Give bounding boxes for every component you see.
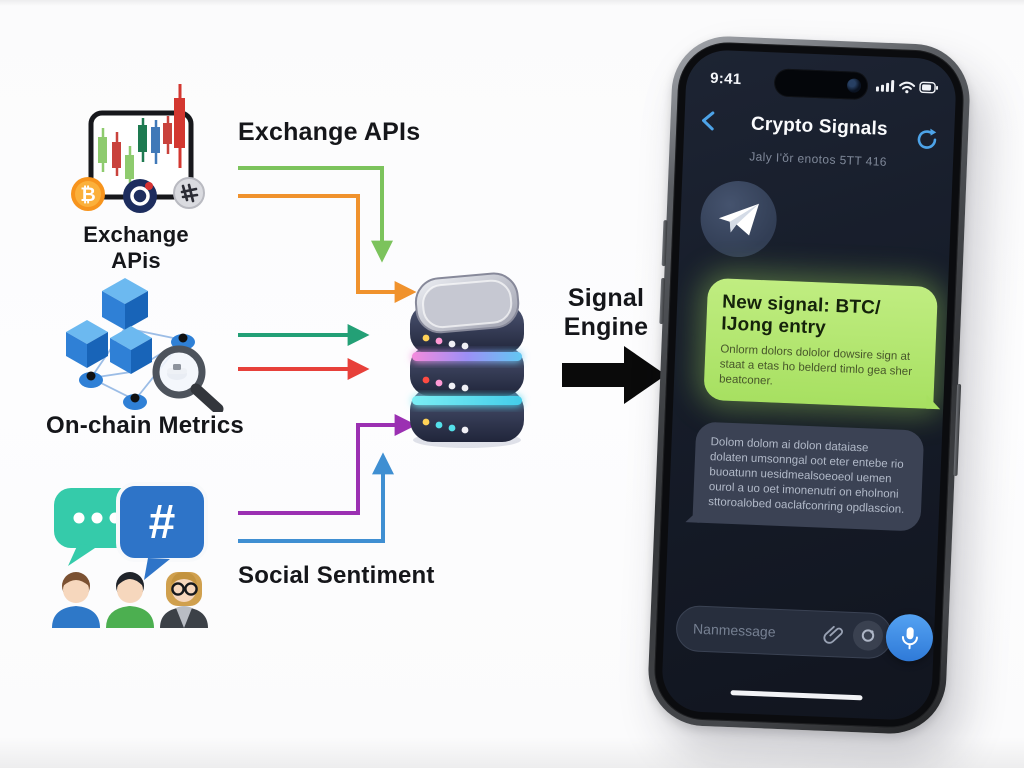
phone-mockup: 9:41 Crypto S (646, 34, 972, 736)
exchange-apis-label: Exchange APIs (238, 118, 421, 146)
svg-text:#: # (149, 496, 176, 549)
telegram-plane-icon (718, 203, 759, 236)
signal-title: New signal: BTC/ IJong entry (720, 291, 881, 339)
signal-engine-label: Signal Engine (563, 284, 649, 341)
social-sentiment-label: Social Sentiment (238, 562, 435, 589)
arrow-social-blue (238, 452, 394, 543)
candlestick-chart-icon: ₿ (71, 84, 205, 213)
signal-body: Onlorm dolors dololor dowsire sign at st… (718, 343, 913, 388)
bitcoin-coin-icon: ₿ (71, 177, 105, 211)
status-time: 9:41 (709, 69, 742, 89)
battery-icon (919, 81, 939, 94)
flow-arrows (238, 166, 417, 543)
altcoin-icon (123, 179, 157, 213)
arrow-social-purple (238, 414, 417, 515)
front-camera-icon (846, 78, 862, 93)
database-icon (410, 272, 524, 448)
refresh-icon[interactable] (913, 126, 940, 153)
dynamic-island (773, 68, 869, 101)
blockchain-cubes-icon (66, 278, 224, 412)
detail-message-bubble: Dolom dolom ai dolon dataiase dolaten um… (692, 421, 925, 532)
social-bubbles-icon: # (52, 482, 208, 628)
signal-message-bubble: New signal: BTC/ IJong entry Onlorm dolo… (703, 277, 939, 410)
exchange-source-caption: Exchange APis (83, 222, 189, 273)
home-indicator[interactable] (730, 690, 863, 701)
output-arrow-icon (562, 346, 666, 404)
status-icons (875, 80, 939, 94)
detail-body: Dolom dolom ai dolon dataiase dolaten um… (707, 436, 905, 516)
message-input-placeholder: Nanmessage (692, 620, 776, 640)
arrow-exchange-orange (238, 194, 417, 303)
onchain-source-caption: On-chain Metrics (46, 412, 244, 439)
back-chevron-icon[interactable] (696, 107, 723, 134)
magnifier-icon (152, 345, 224, 412)
arrow-exchange-green (238, 166, 393, 263)
mic-icon (901, 626, 918, 649)
chat-bubble-hashtag-icon: # (116, 482, 208, 580)
phone-screen: 9:41 Crypto S (660, 48, 958, 722)
svg-text:₿: ₿ (80, 185, 95, 206)
message-input[interactable]: Nanmessage (675, 604, 893, 660)
telegram-avatar[interactable] (699, 179, 779, 259)
sticker-button[interactable] (852, 619, 884, 652)
wifi-icon (899, 81, 916, 90)
user-avatar-male-2 (106, 572, 154, 628)
user-avatar-male-1 (52, 572, 100, 628)
user-avatar-female (160, 572, 208, 628)
token-coin-icon (173, 177, 205, 209)
signal-bars-icon (875, 80, 895, 93)
mic-button[interactable] (885, 613, 934, 663)
paperclip-icon[interactable] (823, 623, 846, 646)
sticker-icon (861, 629, 875, 642)
